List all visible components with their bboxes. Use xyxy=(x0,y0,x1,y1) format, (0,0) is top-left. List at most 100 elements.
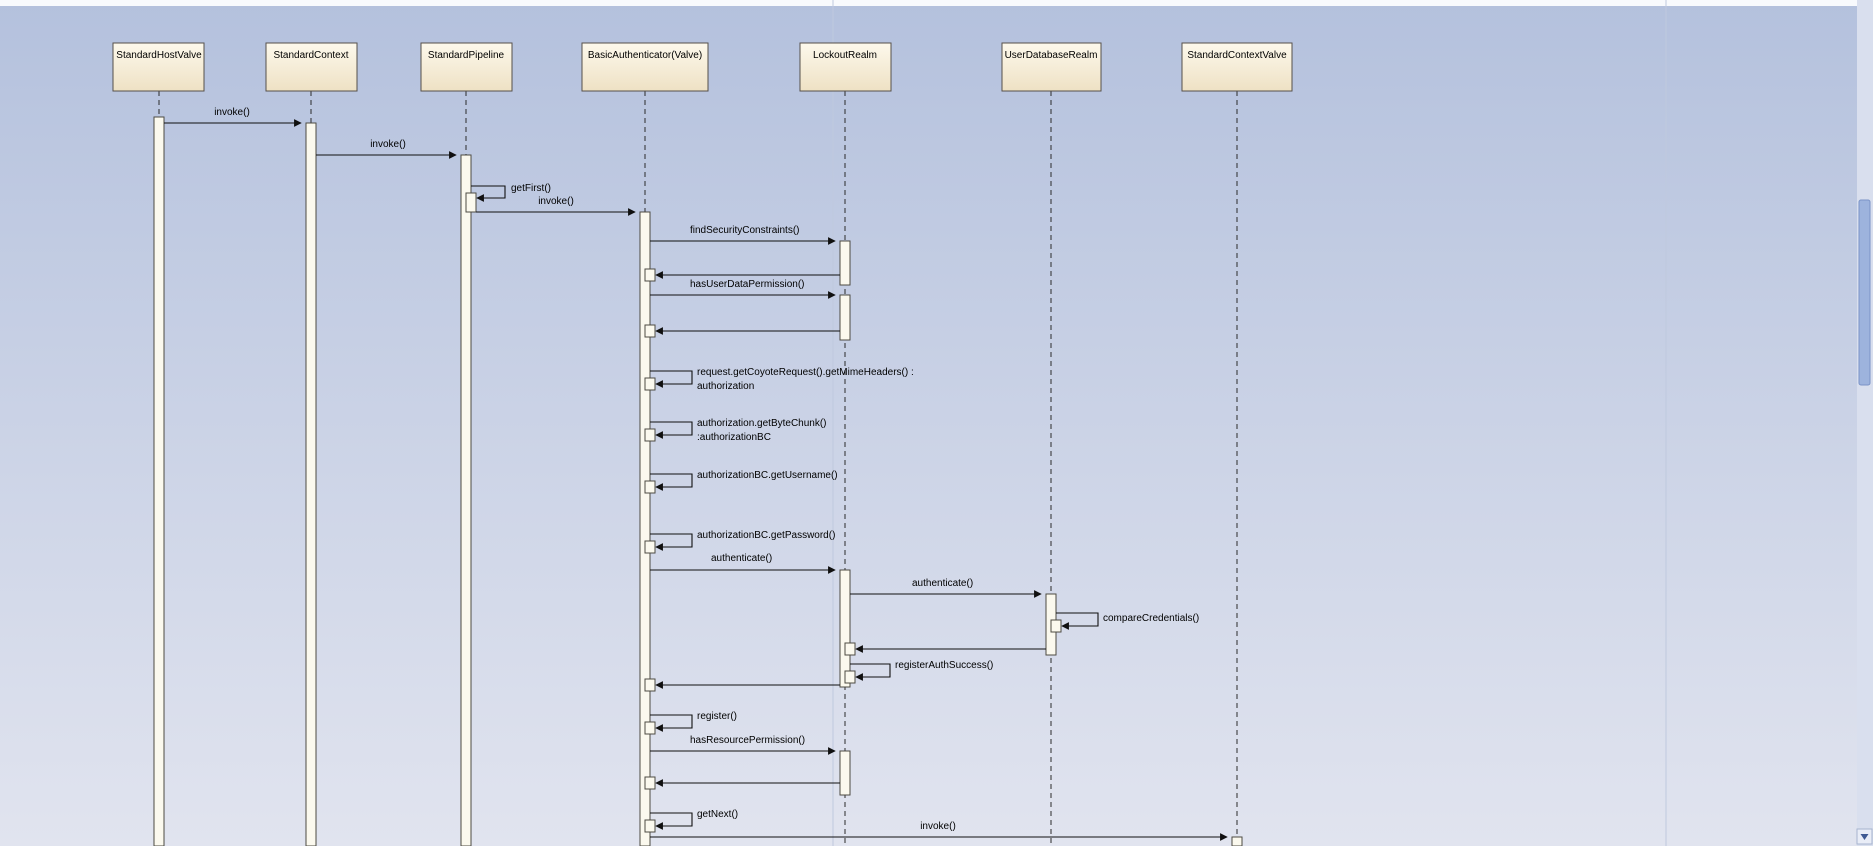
message-self-registerauthsuccess[interactable]: registerAuthSuccess() xyxy=(844,660,993,684)
message-label: getFirst() xyxy=(511,183,551,194)
message-label: invoke() xyxy=(370,139,406,150)
participant-name: UserDatabaseRealm xyxy=(1005,50,1098,61)
scrollbar xyxy=(1856,0,1873,846)
participant-box xyxy=(112,42,205,92)
message-label: getNext() xyxy=(697,809,738,820)
message-self-getpassword[interactable]: authorizationBC.getPassword() xyxy=(644,530,835,554)
participant-box xyxy=(1001,42,1102,92)
scrollbar-track[interactable] xyxy=(1857,0,1873,846)
message-return-findsecurityconstraints[interactable] xyxy=(644,268,840,282)
top-edge-strip xyxy=(0,0,1873,6)
participant-box xyxy=(799,42,892,92)
message-self-register[interactable]: register() xyxy=(644,711,737,735)
activation-lockoutrealm-authenticate[interactable] xyxy=(839,569,851,688)
message-label: hasUserDataPermission() xyxy=(690,279,804,290)
nested-activation xyxy=(644,721,656,735)
nested-activation xyxy=(644,268,656,282)
participant-name: StandardContextValve xyxy=(1187,50,1287,61)
message-label: hasResourcePermission() xyxy=(690,735,805,746)
participant-box xyxy=(1181,42,1293,92)
message-label: invoke() xyxy=(214,107,250,118)
message-self-getfirst[interactable]: getFirst() xyxy=(465,183,551,213)
nested-activation xyxy=(644,678,656,692)
message-label: findSecurityConstraints() xyxy=(690,225,799,236)
nested-activation xyxy=(465,192,477,213)
message-self-getnext[interactable]: getNext() xyxy=(644,809,738,833)
participant-name: StandardContext xyxy=(273,50,348,61)
message-return-hasuserdatapermission[interactable] xyxy=(644,324,840,338)
message-line xyxy=(650,812,693,830)
nested-activation xyxy=(644,776,656,790)
message-line xyxy=(471,185,506,202)
message-return-authenticate-lockout[interactable] xyxy=(644,678,840,692)
message-label: authorization.getByteChunk() xyxy=(697,418,827,429)
message-label: authenticate() xyxy=(711,553,772,564)
message-self-getbytechunk[interactable]: authorization.getByteChunk() :authorizat… xyxy=(644,418,827,443)
activations xyxy=(153,116,1243,846)
message-label-line2: authorization xyxy=(697,381,754,392)
nested-activation xyxy=(644,324,656,338)
participant-name: BasicAuthenticator(Valve) xyxy=(588,50,702,61)
message-invoke-hostvalve-context[interactable]: invoke() xyxy=(164,107,302,127)
activation-lockoutrealm-hasresourcepermission[interactable] xyxy=(839,750,851,796)
participant-standardcontext[interactable]: StandardContext xyxy=(265,42,358,92)
scrollbar-thumb[interactable] xyxy=(1858,199,1871,386)
message-return-authenticate-userdb[interactable] xyxy=(844,642,1046,656)
message-invoke-pipeline-basicauth[interactable]: invoke() xyxy=(476,196,636,216)
message-line xyxy=(650,533,693,551)
participant-standardhostvalve[interactable]: StandardHostValve xyxy=(112,42,205,92)
activation-standardpipeline[interactable] xyxy=(460,154,472,846)
message-self-getmimeheaders[interactable]: request.getCoyoteRequest().getMimeHeader… xyxy=(644,367,914,392)
message-line xyxy=(850,663,891,681)
message-self-getusername[interactable]: authorizationBC.getUsername() xyxy=(644,470,838,494)
participants: StandardHostValve StandardContext Standa… xyxy=(112,42,1293,92)
message-hasresourcepermission[interactable]: hasResourcePermission() xyxy=(650,735,836,755)
nested-activation xyxy=(644,480,656,494)
nested-activation xyxy=(844,670,856,684)
participant-basicauthenticator[interactable]: BasicAuthenticator(Valve) xyxy=(581,42,709,92)
message-label: compareCredentials() xyxy=(1103,613,1199,624)
message-label: authorizationBC.getPassword() xyxy=(697,530,835,541)
message-line xyxy=(650,421,693,439)
message-label: invoke() xyxy=(538,196,574,207)
nested-activation xyxy=(844,642,856,656)
nested-activation xyxy=(644,428,656,442)
nested-activation xyxy=(1050,619,1062,633)
message-invoke-basicauth-contextvalve[interactable]: invoke() xyxy=(650,821,1228,841)
participant-box xyxy=(420,42,513,92)
message-line xyxy=(650,714,693,732)
participant-userdatabaserealm[interactable]: UserDatabaseRealm xyxy=(1001,42,1102,92)
participant-box xyxy=(265,42,358,92)
activation-basicauthenticator[interactable] xyxy=(639,211,651,846)
activation-lockoutrealm-findsecurityconstraints[interactable] xyxy=(839,240,851,286)
scroll-down-button[interactable] xyxy=(1856,828,1873,845)
activation-standardcontextvalve-invoke[interactable] xyxy=(1231,836,1243,846)
participant-name: StandardHostValve xyxy=(116,50,202,61)
message-label-line2: :authorizationBC xyxy=(697,432,771,443)
message-return-hasresourcepermission[interactable] xyxy=(644,776,840,790)
message-label: invoke() xyxy=(920,821,956,832)
message-line xyxy=(650,473,693,491)
message-authenticate-lockout-userdb[interactable]: authenticate() xyxy=(850,578,1042,598)
message-self-comparecredentials[interactable]: compareCredentials() xyxy=(1050,612,1199,633)
activation-lockoutrealm-hasuserdatapermission[interactable] xyxy=(839,294,851,341)
participant-standardpipeline[interactable]: StandardPipeline xyxy=(420,42,513,92)
message-hasuserdatapermission[interactable]: hasUserDataPermission() xyxy=(650,279,836,299)
message-line xyxy=(650,370,693,388)
participant-lockoutrealm[interactable]: LockoutRealm xyxy=(799,42,892,92)
nested-activation xyxy=(644,377,656,391)
message-authenticate-basicauth-lockout[interactable]: authenticate() xyxy=(650,553,836,574)
message-label: authorizationBC.getUsername() xyxy=(697,470,838,481)
participant-standardcontextvalve[interactable]: StandardContextValve xyxy=(1181,42,1293,92)
message-invoke-context-pipeline[interactable]: invoke() xyxy=(316,139,457,159)
message-label: authenticate() xyxy=(912,578,973,589)
activation-standardhostvalve[interactable] xyxy=(153,116,165,846)
message-findsecurityconstraints[interactable]: findSecurityConstraints() xyxy=(650,225,836,245)
scroll-down-icon xyxy=(1860,834,1869,840)
activation-standardcontext[interactable] xyxy=(305,122,317,846)
participant-name: LockoutRealm xyxy=(813,50,877,61)
message-label: registerAuthSuccess() xyxy=(895,660,993,671)
